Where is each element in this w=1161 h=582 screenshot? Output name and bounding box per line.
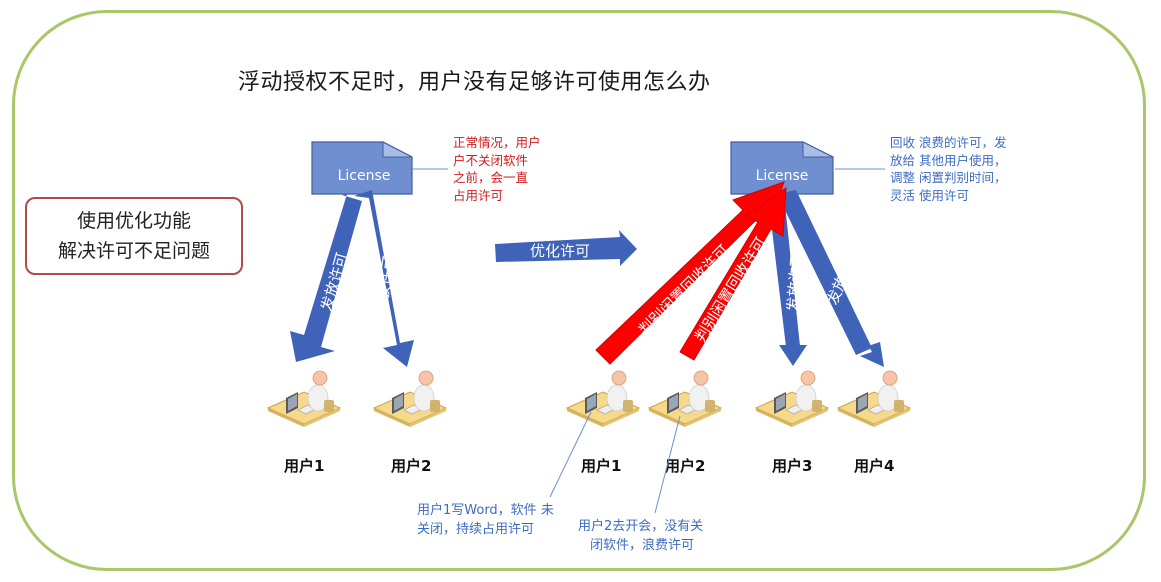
user-icon-right-3 bbox=[755, 370, 829, 428]
reclaim-arrow-2 bbox=[679, 186, 787, 361]
issue-arrow-right-2-body bbox=[778, 190, 872, 355]
left-note-line: 之前，会一直 bbox=[453, 170, 529, 185]
left-note: 正常情况，用户 户不关闭软件 之前，会一直 占用许可 bbox=[453, 134, 541, 204]
left-note-line: 户不关闭软件 bbox=[453, 152, 529, 168]
right-note-line: 灵活 使用许可 bbox=[890, 187, 969, 203]
user-icon-right-1 bbox=[566, 370, 640, 428]
right-note-line: 回收 浪费的许可，发 bbox=[890, 135, 1007, 150]
user1-note-connector bbox=[549, 411, 592, 498]
diagram-title: 浮动授权不足时，用户没有足够许可使用怎么办 bbox=[238, 70, 711, 95]
user-icon-right-2 bbox=[648, 370, 722, 428]
callout-line-2: 解决许可不足问题 bbox=[57, 240, 210, 262]
issue-label-right-1: 发放许可 bbox=[784, 251, 806, 312]
left-note-line: 正常情况，用户 bbox=[453, 135, 541, 150]
user-label-right-1: 用户1 bbox=[581, 457, 622, 475]
user1-note: 用户1写Word，软件 未 关闭，持续占用许可 bbox=[417, 501, 554, 539]
license-doc-left: License bbox=[311, 141, 413, 195]
issue-arrow-right-1-body bbox=[768, 195, 800, 347]
solution-callout: 使用优化功能 解决许可不足问题 bbox=[25, 197, 243, 275]
left-note-line: 占用许可 bbox=[453, 187, 504, 203]
user-label-right-4: 用户4 bbox=[854, 457, 895, 475]
issue-arrow-left-1 bbox=[290, 194, 362, 362]
user-icon-left-1 bbox=[267, 370, 341, 428]
callout-line-1: 使用优化功能 bbox=[76, 210, 191, 232]
user1-note-line: 关闭，持续占用许可 bbox=[417, 522, 535, 537]
user2-note: 用户2去开会，没有关 闭软件，浪费许可 bbox=[578, 517, 703, 555]
user-label-right-2: 用户2 bbox=[665, 457, 706, 475]
user-icon-left-2 bbox=[373, 370, 447, 428]
user-label-left-1: 用户1 bbox=[284, 457, 325, 475]
license-label-right: License bbox=[756, 168, 809, 184]
user-label-left-2: 用户2 bbox=[391, 457, 432, 475]
optimize-arrow bbox=[495, 230, 637, 266]
issue-label-left-2: 发放许可 bbox=[371, 255, 398, 317]
license-doc-right: License bbox=[730, 141, 834, 195]
right-note-line: 调整 闲置判别时间， bbox=[890, 170, 1007, 185]
user2-note-line: 用户2去开会，没有关 bbox=[578, 519, 704, 534]
user2-note-line: 闭软件，浪费许可 bbox=[590, 538, 695, 553]
right-note-line: 放给 其他用户使用， bbox=[890, 152, 1007, 168]
license-label-left: License bbox=[338, 168, 391, 184]
user1-note-line: 用户1写Word，软件 未 bbox=[417, 503, 554, 518]
diagram-frame bbox=[12, 10, 1146, 571]
user-icon-right-4 bbox=[837, 370, 911, 428]
user-label-right-3: 用户3 bbox=[772, 457, 813, 475]
optimize-label: 优化许可 bbox=[530, 242, 590, 260]
issue-arrow-left-2 bbox=[354, 190, 414, 367]
right-note: 回收 浪费的许可，发 放给 其他用户使用， 调整 闲置判别时间， 灵活 使用许可 bbox=[890, 134, 1006, 204]
user2-note-connector bbox=[654, 415, 681, 514]
